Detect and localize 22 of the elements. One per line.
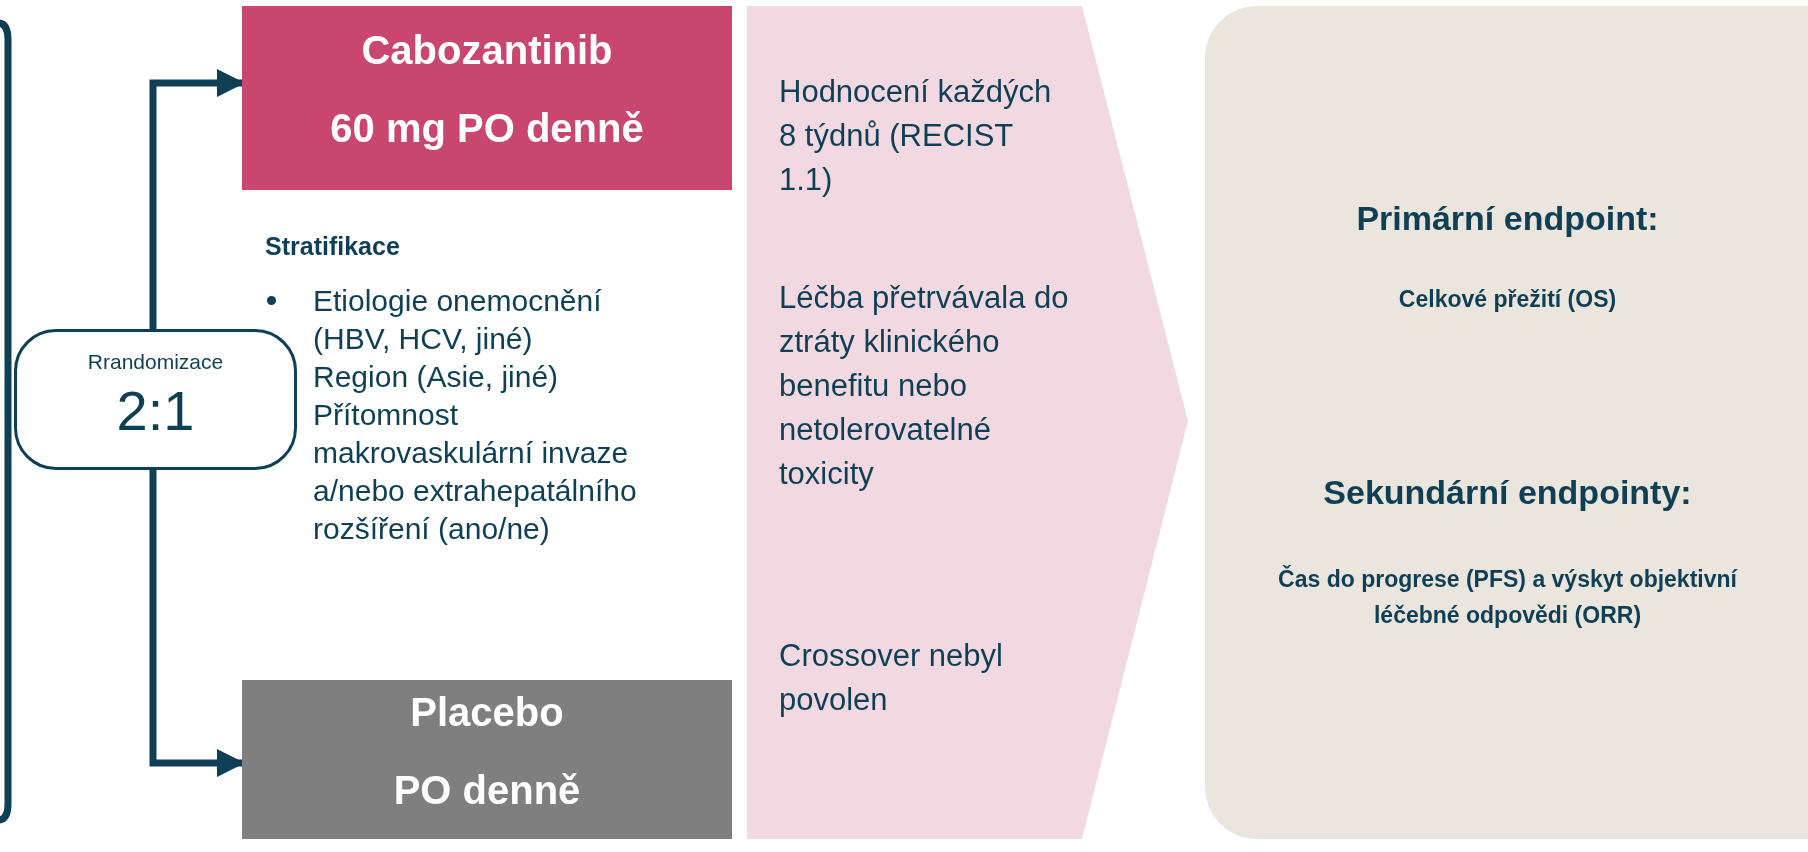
endpoint-heading: Sekundární endpointy: bbox=[1322, 472, 1693, 513]
stratification-item: Region (Asie, jiné) bbox=[313, 359, 560, 395]
placebo-box bbox=[242, 680, 732, 839]
stratification-heading: Stratifikace bbox=[265, 232, 400, 261]
endpoint-text: Celkové přežití (OS) bbox=[1397, 285, 1618, 314]
randomization-box bbox=[14, 329, 297, 470]
treatment-box bbox=[242, 6, 732, 190]
assessment-note: Hodnocení každých 8 týdnů (RECIST 1.1) bbox=[779, 73, 1053, 199]
endpoint-text: Čas do progrese (PFS) a výskyt objektivní léčebné odpovědi (ORR) bbox=[1277, 564, 1739, 630]
endpoints-panel bbox=[1205, 6, 1808, 839]
stratification-item: Etiologie onemocnění (HBV, HCV, jiné) bbox=[313, 283, 603, 357]
stratification-item: Přítomnost makrovaskulární invaze a/nebo extrahepatálního rozšíření (ano/ne) bbox=[313, 397, 638, 547]
randomization-label: Rrandomizace bbox=[86, 350, 225, 374]
arm-dose: PO denně bbox=[392, 767, 582, 813]
assessment-note: Léčba přetrvávala do ztráty klinického benefitu nebo netolerovatelné toxicity bbox=[779, 279, 1069, 493]
assessment-chevron bbox=[747, 6, 1188, 839]
ratio-label: 2:1 bbox=[115, 378, 196, 443]
endpoint-heading: Primární endpoint: bbox=[1355, 198, 1660, 239]
arm-title: Cabozantinib bbox=[360, 28, 614, 73]
arm-title: Placebo bbox=[409, 689, 565, 735]
assessment-note: Crossover nebyl povolen bbox=[779, 637, 1004, 719]
arm-dose: 60 mg PO denně bbox=[329, 106, 645, 151]
